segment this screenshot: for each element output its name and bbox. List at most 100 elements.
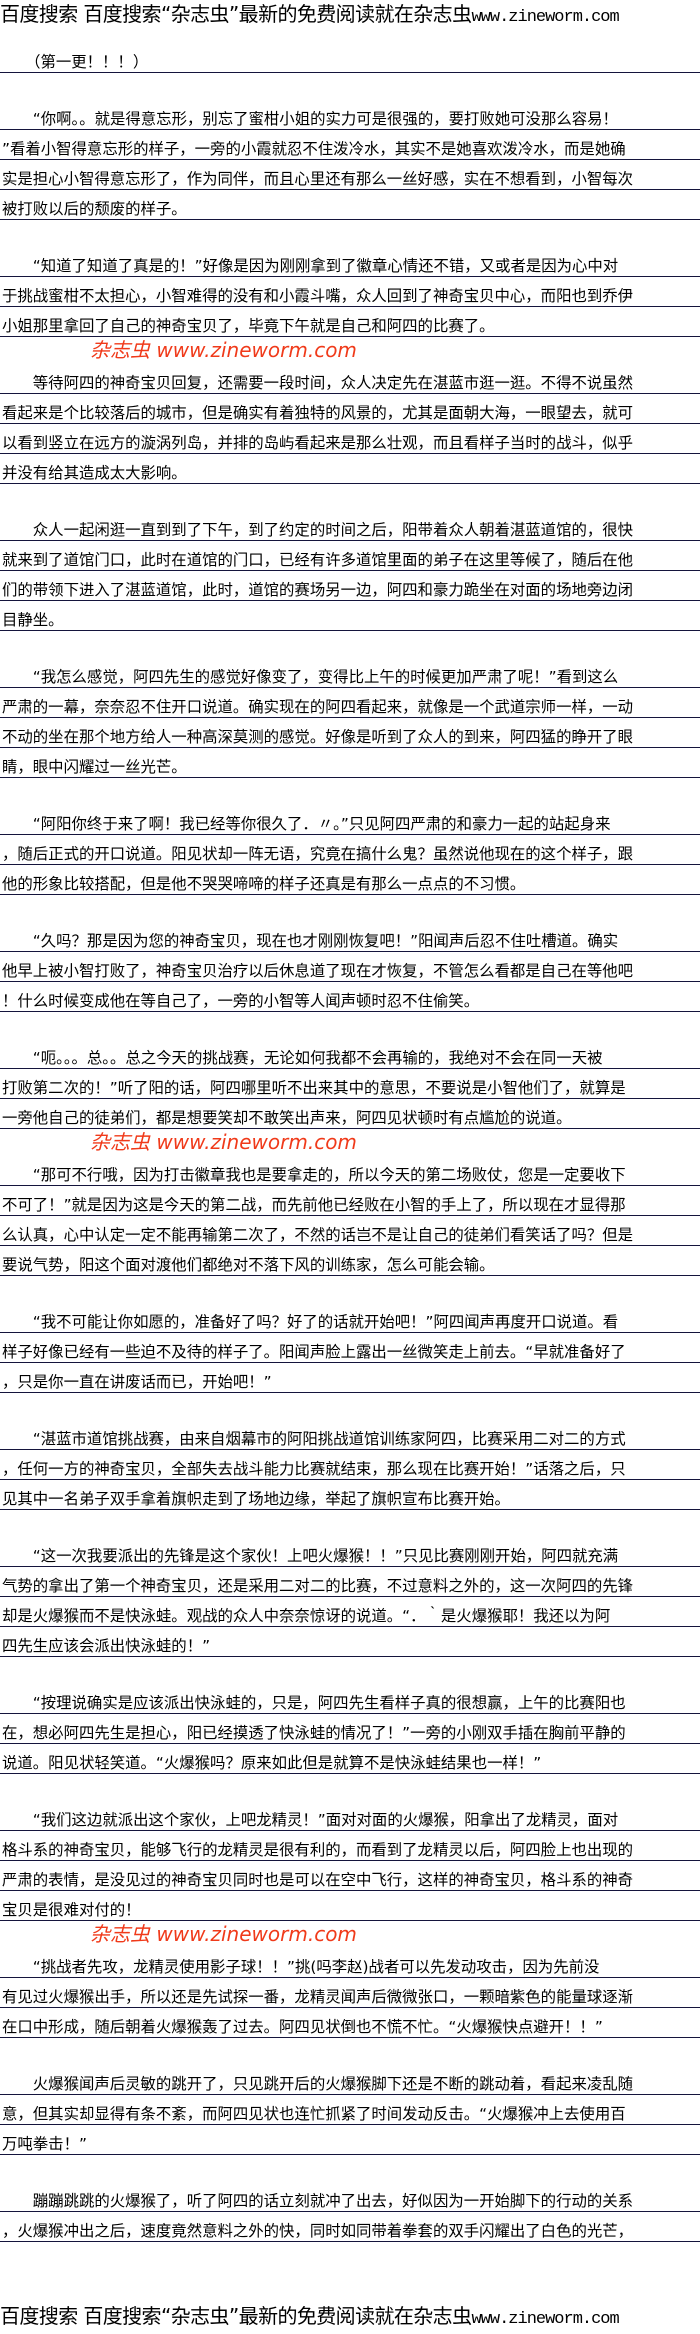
text-line: 有见过火爆猴出手，所以还是先试探一番，龙精灵闻声后微微张口，一颗暗紫色的能量球逐… (0, 1978, 700, 2008)
text-line: 说道。阳见状轻笑道。“火爆猴吗？原来如此但是就算不是快泳蛙结果也一样！” (0, 1744, 700, 1774)
line-text: 么认真，心中认定一定不能再输第二次了，不然的话岂不是让自己的徒弟们看笑话了吗？但… (2, 1226, 634, 1244)
line-text: 在，想必阿四先生是担心，阳已经摸透了快泳蛙的情况了！”一旁的小刚双手插在胸前平静… (2, 1724, 626, 1742)
line-text: 意，但其实却显得有条不紊，而阿四见状也连忙抓紧了时间发动反击。“火爆猴冲上去使用… (2, 2105, 626, 2123)
text-line: “那可不行哦，因为打击徽章我也是要拿走的，所以今天的第二场败仗，您是一定要收下 (0, 1156, 700, 1186)
text-line: 看起来是个比较落后的城市，但是确实有着独特的风景的，尤其是面朝大海，一眼望去，就… (0, 394, 700, 424)
paragraph: 众人一起闲逛一直到到了下午，到了约定的时间之后，阳带着众人朝着湛蓝道馆的，很快就… (0, 511, 700, 631)
line-text: “这一次我要派出的先锋是这个家伙！上吧火爆猴！！”只见比赛刚刚开始，阿四就充满 (2, 1547, 619, 1565)
text-line: 实是担心小智得意忘形了，作为同伴，而且心里还有那么一丝好感，实在不想看到，小智每… (0, 160, 700, 190)
text-line: “久吗？那是因为您的神奇宝贝，现在也才刚刚恢复吧！”阳闻声后忍不住吐槽道。确实 (0, 922, 700, 952)
text-line: 不可了！”就是因为这是今天的第二战，而先前他已经败在小智的手上了，所以现在才显得… (0, 1186, 700, 1216)
text-line: ，火爆猴冲出之后，速度竟然意料之外的快，同时如同带着拳套的双手闪耀出了白色的光芒… (0, 2212, 700, 2242)
text-line: ，随后正式的开口说道。阳见状却一阵无语，究竟在搞什么鬼？虽然说他现在的这个样子，… (0, 835, 700, 865)
line-text: “我怎么感觉，阿四先生的感觉好像变了，变得比上午的时候更加严肃了呢！”看到这么 (2, 668, 619, 686)
text-line: “知道了知道了真是的！”好像是因为刚刚拿到了徽章心情还不错，又或者是因为心中对 (0, 247, 700, 277)
text-line: 宝贝是很难对付的！ (0, 1891, 700, 1921)
chapter-heading: （第一更！！！） (0, 43, 700, 73)
text-line: “这一次我要派出的先锋是这个家伙！上吧火爆猴！！”只见比赛刚刚开始，阿四就充满 (0, 1537, 700, 1567)
banner-text: 百度搜索 百度搜索“杂志虫”最新的免费阅读就在杂志虫 (0, 2304, 472, 2328)
line-text: （第一更！！！） (2, 53, 149, 71)
text-line: “呃。。。总。。总之今天的挑战赛，无论如何我都不会再输的，我绝对不会在同一天被 (0, 1039, 700, 1069)
text-line: 等待阿四的神奇宝贝回复，还需要一段时间，众人决定先在湛蓝市逛一逛。不得不说虽然 (0, 364, 700, 394)
text-line: “阿阳你终于来了啊！我已经等你很久了．〃。”只见阿四严肃的和豪力一起的站起身来 (0, 805, 700, 835)
text-line: “我怎么感觉，阿四先生的感觉好像变了，变得比上午的时候更加严肃了呢！”看到这么 (0, 658, 700, 688)
text-line: “我不可能让你如愿的，准备好了吗？好了的话就开始吧！”阿四闻声再度开口说道。看 (0, 1303, 700, 1333)
text-line: “湛蓝市道馆挑战赛，由来自烟幕市的阿阳挑战道馆训练家阿四，比赛采用二对二的方式 (0, 1420, 700, 1450)
text-line: 严肃的一幕，奈奈忍不住开口说道。确实现在的阿四看起来，就像是一个武道宗师一样，一… (0, 688, 700, 718)
text-line: 以看到竖立在远方的漩涡列岛，并排的岛屿看起来是那么壮观，而且看样子当时的战斗，似… (0, 424, 700, 454)
line-text: “湛蓝市道馆挑战赛，由来自烟幕市的阿阳挑战道馆训练家阿四，比赛采用二对二的方式 (2, 1430, 626, 1448)
line-text: 们的带领下进入了湛蓝道馆，此时，道馆的赛场另一边，阿四和豪力跪坐在对面的场地旁边… (2, 581, 634, 599)
line-text: ”看着小智得意忘形的样子，一旁的小霞就忍不住泼冷水，其实不是她喜欢泼冷水，而是她… (2, 140, 626, 158)
text-line: “挑战者先攻，龙精灵使用影子球！！”挑(吗李赵)战者可以先发动攻击，因为先前没 (0, 1948, 700, 1978)
line-text: 于挑战蜜柑不太担心，小智难得的没有和小霞斗嘴，众人回到了神奇宝贝中心，而阳也到乔… (2, 287, 634, 305)
paragraph: “我怎么感觉，阿四先生的感觉好像变了，变得比上午的时候更加严肃了呢！”看到这么严… (0, 658, 700, 778)
text-line: “你啊。。就是得意忘形，别忘了蜜柑小姐的实力可是很强的，要打败她可没那么容易！ (0, 100, 700, 130)
paragraph: “你啊。。就是得意忘形，别忘了蜜柑小姐的实力可是很强的，要打败她可没那么容易！ ”… (0, 100, 700, 220)
paragraph: “湛蓝市道馆挑战赛，由来自烟幕市的阿阳挑战道馆训练家阿四，比赛采用二对二的方式 ，… (0, 1420, 700, 1510)
line-text: 万吨拳击！” (2, 2135, 87, 2153)
banner-text: 百度搜索 百度搜索“杂志虫”最新的免费阅读就在杂志虫 (0, 2, 472, 26)
text-line: 目静坐。 (0, 601, 700, 631)
line-text: 睛，眼中闪耀过一丝光芒。 (2, 758, 187, 776)
line-text: 小姐那里拿回了自己的神奇宝贝了，毕竟下午就是自己和阿四的比赛了。 (2, 317, 495, 335)
line-text: 就来到了道馆门口，此时在道馆的门口，已经有许多道馆里面的弟子在这里等候了，随后在… (2, 551, 634, 569)
text-line: 蹦蹦跳跳的火爆猴了，听了阿四的话立刻就冲了出去，好似因为一开始脚下的行动的关系 (0, 2182, 700, 2212)
text-line: 打败第二次的！”听了阳的话，阿四哪里听不出来其中的意思，不要说是小智他们了，就算… (0, 1069, 700, 1099)
text-line: 一旁他自己的徒弟们，都是想要笑却不敢笑出声来，阿四见状顿时有点尴尬的说道。 (0, 1099, 700, 1129)
text-line: 么认真，心中认定一定不能再输第二次了，不然的话岂不是让自己的徒弟们看笑话了吗？但… (0, 1216, 700, 1246)
text-line: 他的形象比较搭配，但是他不哭哭啼啼的样子还真是有那么一点点的不习惯。 (0, 865, 700, 895)
line-text: 众人一起闲逛一直到到了下午，到了约定的时间之后，阳带着众人朝着湛蓝道馆的，很快 (2, 521, 634, 539)
line-text: 不动的坐在那个地方给人一种高深莫测的感觉。好像是听到了众人的到来，阿四猛的睁开了… (2, 728, 634, 746)
text-line: ”看着小智得意忘形的样子，一旁的小霞就忍不住泼冷水，其实不是她喜欢泼冷水，而是她… (0, 130, 700, 160)
text-line: 要说气势，阳这个面对渡他们都绝对不落下风的训练家，怎么可能会输。 (0, 1246, 700, 1276)
text-line: ，只是你一直在讲废话而已，开始吧！” (0, 1363, 700, 1393)
line-text: ，随后正式的开口说道。阳见状却一阵无语，究竟在搞什么鬼？虽然说他现在的这个样子，… (2, 845, 634, 863)
text-line: 睛，眼中闪耀过一丝光芒。 (0, 748, 700, 778)
line-text: “挑战者先攻，龙精灵使用影子球！！”挑(吗李赵)战者可以先发动攻击，因为先前没 (2, 1958, 600, 1976)
text-line: 被打败以后的颓废的样子。 (0, 190, 700, 220)
line-text: “我不可能让你如愿的，准备好了吗？好了的话就开始吧！”阿四闻声再度开口说道。看 (2, 1313, 619, 1331)
paragraph: “知道了知道了真是的！”好像是因为刚刚拿到了徽章心情还不错，又或者是因为心中对于… (0, 247, 700, 337)
line-text: “呃。。。总。。总之今天的挑战赛，无论如何我都不会再输的，我绝对不会在同一天被 (2, 1049, 603, 1067)
banner-url-link[interactable]: www.zineworm.com (471, 2310, 619, 2329)
paragraph: “我们这边就派出这个家伙，上吧龙精灵！”面对对面的火爆猴，阳拿出了龙精灵，面对格… (0, 1801, 700, 1921)
line-text: 有见过火爆猴出手，所以还是先试探一番，龙精灵闻声后微微张口，一颗暗紫色的能量球逐… (2, 1988, 634, 2006)
line-text: 却是火爆猴而不是快泳蛙。观战的众人中奈奈惊讶的说道。“．｀是火爆猴耶！我还以为阿 (2, 1607, 611, 1625)
text-line: 在口中形成，随后朝着火爆猴轰了过去。阿四见状倒也不慌不忙。“火爆猴快点避开！！” (0, 2008, 700, 2038)
line-text: 火爆猴闻声后灵敏的跳开了，只见跳开后的火爆猴脚下还是不断的跳动着，看起来凌乱随 (2, 2075, 634, 2093)
text-line: 众人一起闲逛一直到到了下午，到了约定的时间之后，阳带着众人朝着湛蓝道馆的，很快 (0, 511, 700, 541)
line-text: “那可不行哦，因为打击徽章我也是要拿走的，所以今天的第二场败仗，您是一定要收下 (2, 1166, 626, 1184)
paragraph: “那可不行哦，因为打击徽章我也是要拿走的，所以今天的第二场败仗，您是一定要收下不… (0, 1156, 700, 1276)
text-line: 气势的拿出了第一个神奇宝贝，还是采用二对二的比赛，不过意料之外的，这一次阿四的先… (0, 1567, 700, 1597)
text-line: 火爆猴闻声后灵敏的跳开了，只见跳开后的火爆猴脚下还是不断的跳动着，看起来凌乱随 (0, 2065, 700, 2095)
line-text: 宝贝是很难对付的！ (2, 1901, 141, 1919)
paragraph: 蹦蹦跳跳的火爆猴了，听了阿四的话立刻就冲了出去，好似因为一开始脚下的行动的关系 ，… (0, 2182, 700, 2242)
text-line: 万吨拳击！” (0, 2125, 700, 2155)
banner-url-link[interactable]: www.zineworm.com (471, 8, 619, 27)
line-text: 见其中一名弟子双手拿着旗帜走到了场地边缘，举起了旗帜宣布比赛开始。 (2, 1490, 510, 1508)
line-text: 他的形象比较搭配，但是他不哭哭啼啼的样子还真是有那么一点点的不习惯。 (2, 875, 526, 893)
text-line: 意，但其实却显得有条不紊，而阿四见状也连忙抓紧了时间发动反击。“火爆猴冲上去使用… (0, 2095, 700, 2125)
line-text: 并没有给其造成太大影响。 (2, 464, 187, 482)
line-text: 被打败以后的颓废的样子。 (2, 200, 187, 218)
text-line: （第一更！！！） (0, 43, 700, 73)
line-text: 严肃的表情，是没见过的神奇宝贝同时也是可以在空中飞行，这样的神奇宝贝，格斗系的神… (2, 1871, 634, 1889)
line-text: “阿阳你终于来了啊！我已经等你很久了．〃。”只见阿四严肃的和豪力一起的站起身来 (2, 815, 611, 833)
paragraph: “按理说确实是应该派出快泳蛙的，只是，阿四先生看样子真的很想赢，上午的比赛阳也在… (0, 1684, 700, 1774)
line-text: 样子好像已经有一些迫不及待的样子了。阳闻声脸上露出一丝微笑走上前去。“早就准备好… (2, 1343, 626, 1361)
paragraph: 等待阿四的神奇宝贝回复，还需要一段时间，众人决定先在湛蓝市逛一逛。不得不说虽然看… (0, 364, 700, 484)
text-line: “我们这边就派出这个家伙，上吧龙精灵！”面对对面的火爆猴，阳拿出了龙精灵，面对 (0, 1801, 700, 1831)
line-text: 打败第二次的！”听了阳的话，阿四哪里听不出来其中的意思，不要说是小智他们了，就算… (2, 1079, 626, 1097)
text-line: ，任何一方的神奇宝贝，全部失去战斗能力比赛就结束，那么现在比赛开始！”话落之后，… (0, 1450, 700, 1480)
line-text: 目静坐。 (2, 611, 64, 629)
line-text: 四先生应该会派出快泳蛙的！” (2, 1637, 211, 1655)
line-text: “你啊。。就是得意忘形，别忘了蜜柑小姐的实力可是很强的，要打败她可没那么容易！ (2, 110, 618, 128)
line-text: 蹦蹦跳跳的火爆猴了，听了阿四的话立刻就冲了出去，好似因为一开始脚下的行动的关系 (2, 2192, 634, 2210)
line-text: 一旁他自己的徒弟们，都是想要笑却不敢笑出声来，阿四见状顿时有点尴尬的说道。 (2, 1109, 572, 1127)
text-line: 见其中一名弟子双手拿着旗帜走到了场地边缘，举起了旗帜宣布比赛开始。 (0, 1480, 700, 1510)
chapter-body: （第一更！！！） “你啊。。就是得意忘形，别忘了蜜柑小姐的实力可是很强的，要打败… (0, 43, 700, 2269)
line-text: ！什么时候变成他在等自己了，一旁的小智等人闻声顿时忍不住偷笑。 (2, 992, 480, 1010)
text-line: 严肃的表情，是没见过的神奇宝贝同时也是可以在空中飞行，这样的神奇宝贝，格斗系的神… (0, 1861, 700, 1891)
line-text: 看起来是个比较落后的城市，但是确实有着独特的风景的，尤其是面朝大海，一眼望去，就… (2, 404, 634, 422)
